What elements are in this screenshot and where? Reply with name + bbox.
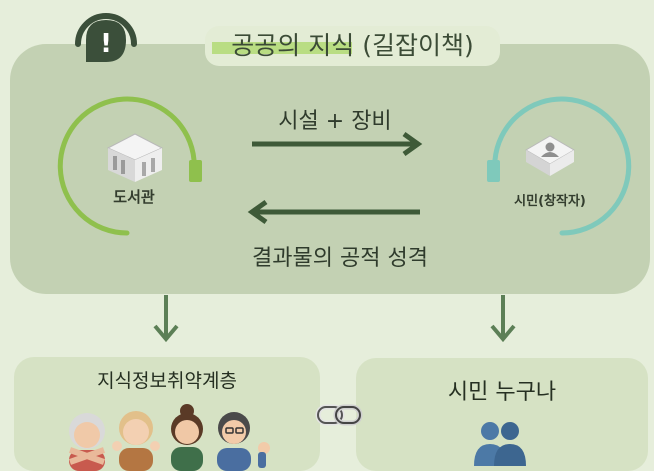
library-label: 도서관 [113, 188, 155, 206]
alert-badge-icon: ! [75, 13, 137, 62]
citizen-label: 시민(창작자) [514, 194, 586, 209]
title-highlight [212, 42, 352, 54]
vulnerable-group-label: 지식정보취약계층 [97, 370, 237, 392]
people-avatars-icon [52, 400, 282, 471]
backward-flow-label: 결과물의 공적 성격 [252, 246, 428, 271]
down-arrow-right [490, 295, 516, 343]
backward-arrow [247, 199, 420, 225]
avatar-young-woman [112, 411, 160, 471]
badge-symbol: ! [100, 29, 112, 59]
forward-arrow [252, 131, 423, 157]
avatar-boy-glasses [217, 412, 270, 471]
citizen-portrait-icon [525, 135, 575, 176]
vulnerable-group-box [14, 357, 320, 471]
avatar-elder-woman [69, 413, 105, 471]
forward-flow-label: 시설 + 장비 [278, 109, 392, 134]
down-arrow-left [153, 295, 179, 343]
library-ring [57, 96, 202, 236]
citizen-ring [487, 96, 632, 236]
chain-link-icon [315, 404, 363, 426]
avatar-woman-bun [171, 404, 203, 471]
page-title: 공공의 지식 (길잡이책) [231, 31, 474, 60]
library-building-icon [106, 133, 164, 182]
people-silhouette-icon [474, 422, 526, 466]
all-citizens-label: 시민 누구나 [447, 380, 557, 405]
